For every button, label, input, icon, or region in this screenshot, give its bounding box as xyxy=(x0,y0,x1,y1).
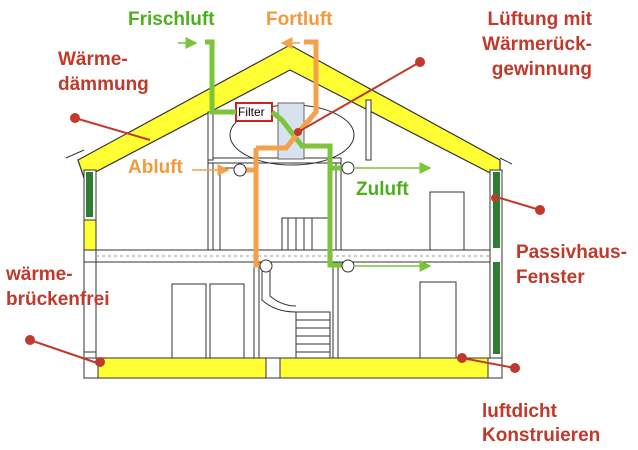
label-lueftung-line3: gewinnung xyxy=(491,59,592,80)
label-waermedaemmung-line2: dämmung xyxy=(58,74,149,95)
door-lower-1 xyxy=(171,283,207,359)
fresh-air-duct xyxy=(205,39,236,115)
interior-wall-upper-1 xyxy=(207,159,214,251)
wall-left-insulation-top xyxy=(83,219,97,251)
interior-wall-lower-1 xyxy=(253,261,260,359)
label-fortluft: Fortluft xyxy=(266,9,333,30)
label-zuluft: Zuluft xyxy=(356,179,409,200)
roof-eave-left xyxy=(65,149,85,159)
supply-valve-upper xyxy=(341,161,355,175)
interior-wall-lower-2 xyxy=(332,261,339,359)
label-passivhaus-line1: Passivhaus- xyxy=(516,242,627,263)
attic-wall-right xyxy=(365,99,372,161)
label-abluft: Abluft xyxy=(128,157,183,178)
door-upper xyxy=(219,167,255,251)
label-waermebrueckenfrei-line2: brückenfrei xyxy=(6,289,110,310)
supply-valve-lower xyxy=(341,259,355,273)
window-left-upper xyxy=(86,172,93,217)
upper-floor-slab xyxy=(95,249,491,263)
door-lower-2 xyxy=(209,283,245,359)
staircase xyxy=(261,217,331,359)
attic-wall-left xyxy=(207,111,214,161)
exhaust-air-duct xyxy=(256,39,319,151)
attic-floor xyxy=(207,157,342,164)
label-luftdicht-line1: luftdicht xyxy=(482,401,557,422)
interior-wall-upper-2 xyxy=(335,159,342,251)
wall-left-lower xyxy=(83,261,97,353)
label-filter: Filter xyxy=(238,105,265,119)
door-right-lower xyxy=(419,281,457,359)
extract-air-duct xyxy=(253,148,262,268)
label-lueftung-line2: Wärmerück- xyxy=(482,34,592,55)
door-right-upper xyxy=(429,191,465,251)
extract-valve-lower xyxy=(259,259,273,273)
window-right-lower xyxy=(493,262,500,354)
label-waermedaemmung-line1: Wärme- xyxy=(58,49,128,70)
supply-air-duct xyxy=(270,110,345,268)
label-lueftung-line1: Lüftung mit xyxy=(487,9,592,30)
label-waermebrueckenfrei-line1: wärme- xyxy=(6,264,73,285)
label-luftdicht-line2: Konstruieren xyxy=(482,425,601,446)
callout-lines xyxy=(29,61,541,369)
callout-dots xyxy=(25,57,545,373)
label-frischluft: Frischluft xyxy=(128,9,215,30)
label-passivhaus-line2: Fenster xyxy=(516,267,585,288)
foundation-mid xyxy=(265,357,281,379)
window-right-upper xyxy=(493,172,500,248)
extract-valve-upper xyxy=(233,163,247,177)
foundation-right xyxy=(487,357,503,379)
roof-eave-right xyxy=(499,157,513,165)
ground-floor-slab xyxy=(83,357,503,379)
